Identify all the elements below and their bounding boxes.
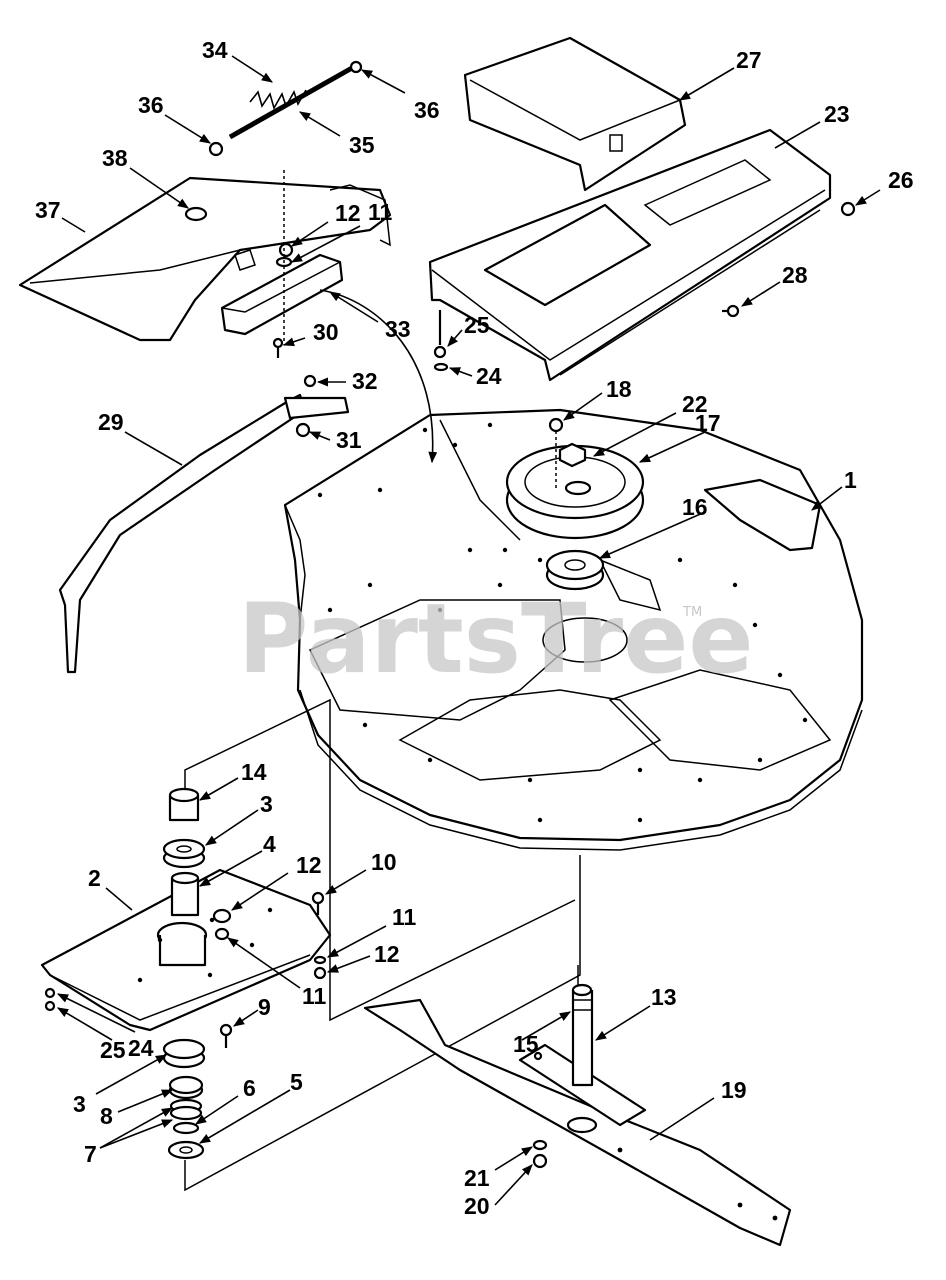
callout-17: 17 [695, 410, 721, 436]
nut-36-left [208, 141, 224, 157]
callout-2: 2 [88, 865, 101, 891]
callout-8: 8 [100, 1103, 113, 1129]
callout-29: 29 [98, 409, 124, 435]
pulley [505, 444, 645, 540]
callout-22: 22 [682, 391, 708, 417]
callout-11-side: 11 [392, 904, 417, 930]
spindle-plate [40, 868, 332, 1032]
plate-holes [137, 907, 273, 983]
top-cover [463, 36, 687, 192]
nut-25-upper [433, 345, 447, 359]
callout-13: 13 [651, 984, 677, 1010]
callout-11-upper: 11 [368, 199, 393, 225]
spacer-8 [168, 1075, 204, 1100]
callout-26: 26 [888, 167, 914, 193]
spring [249, 89, 307, 111]
side-cover [18, 176, 392, 342]
callout-3-lower: 3 [73, 1091, 86, 1117]
placement-arrow [319, 289, 438, 464]
control-rod [58, 393, 350, 674]
callout-31: 31 [336, 427, 362, 453]
callout-33: 33 [385, 316, 411, 342]
pin-31 [295, 422, 311, 438]
callout-11-plate: 11 [302, 983, 327, 1009]
callout-24-upper: 24 [476, 363, 502, 389]
belt-guard [428, 128, 832, 382]
washer-21 [532, 1139, 548, 1151]
callout-28: 28 [782, 262, 808, 288]
screw-30 [272, 337, 284, 358]
callout-36-left: 36 [138, 92, 164, 118]
callout-27: 27 [736, 47, 762, 73]
nut-25-lower [44, 1000, 56, 1012]
callout-6: 6 [243, 1075, 256, 1101]
callout-20: 20 [464, 1193, 490, 1219]
callout-12-plate: 12 [296, 852, 322, 878]
spring-rod [228, 65, 354, 140]
callout-3-upper: 3 [260, 791, 273, 817]
bolt-10 [311, 891, 325, 915]
callout-32: 32 [352, 368, 378, 394]
callout-14: 14 [241, 759, 267, 785]
callout-37: 37 [35, 197, 61, 223]
callout-16: 16 [682, 494, 708, 520]
spindle-housing [545, 549, 605, 591]
callout-1: 1 [844, 467, 857, 493]
mounting-bracket [220, 249, 344, 336]
washer-11-side [313, 955, 327, 965]
callout-38: 38 [102, 145, 128, 171]
bolt-26 [840, 201, 856, 217]
pulley-bolt [548, 417, 564, 490]
callout-5: 5 [290, 1069, 303, 1095]
bolt-12-upper [278, 242, 294, 258]
callout-35: 35 [349, 132, 375, 158]
washer-24-lower [44, 987, 56, 999]
callout-23: 23 [824, 101, 850, 127]
bolt-20 [532, 1153, 548, 1169]
bolt-28 [722, 304, 740, 318]
sleeve-4 [170, 871, 200, 917]
callout-18: 18 [606, 376, 632, 402]
spacer-14 [168, 787, 200, 822]
callout-36-right: 36 [414, 97, 440, 123]
washer-5 [167, 1140, 205, 1160]
callout-19: 19 [721, 1077, 747, 1103]
deck-housing [283, 408, 864, 851]
callout-9: 9 [258, 994, 271, 1020]
deck-bolt-holes [317, 422, 808, 823]
nut-36-right [349, 60, 363, 74]
callout-15: 15 [513, 1031, 539, 1057]
watermark-text: PartsTree [238, 583, 753, 695]
washer-11-plate [214, 927, 230, 941]
callout-4: 4 [263, 831, 276, 857]
washer-6 [172, 1121, 200, 1135]
callout-7: 7 [84, 1141, 97, 1167]
callout-24-lower: 24 [128, 1035, 154, 1061]
shims-7 [169, 1098, 203, 1121]
bearing-3-lower [162, 1038, 206, 1069]
callout-25-lower: 25 [100, 1037, 126, 1063]
callout-21: 21 [464, 1165, 490, 1191]
leader-lines [56, 55, 881, 1206]
callout-34: 34 [202, 37, 228, 63]
pulley-nut [558, 442, 587, 468]
nut-32 [303, 374, 317, 388]
watermark-trademark: TM [682, 605, 702, 620]
washer-24-upper [433, 362, 449, 372]
callout-25-upper: 25 [464, 312, 490, 338]
washer-12-plate [212, 908, 232, 924]
callout-10: 10 [371, 849, 397, 875]
nut-12-side [313, 966, 327, 980]
callout-12-upper: 12 [335, 200, 361, 226]
callout-30: 30 [313, 319, 339, 345]
bearing-3-upper [162, 838, 206, 869]
spindle-shaft [571, 983, 594, 1087]
key-15 [533, 1051, 543, 1061]
bolt-9 [219, 1023, 233, 1048]
callout-12-side: 12 [374, 941, 400, 967]
callout-labels: 34 36 36 35 38 37 12 11 30 33 32 31 29 2… [35, 37, 914, 1219]
